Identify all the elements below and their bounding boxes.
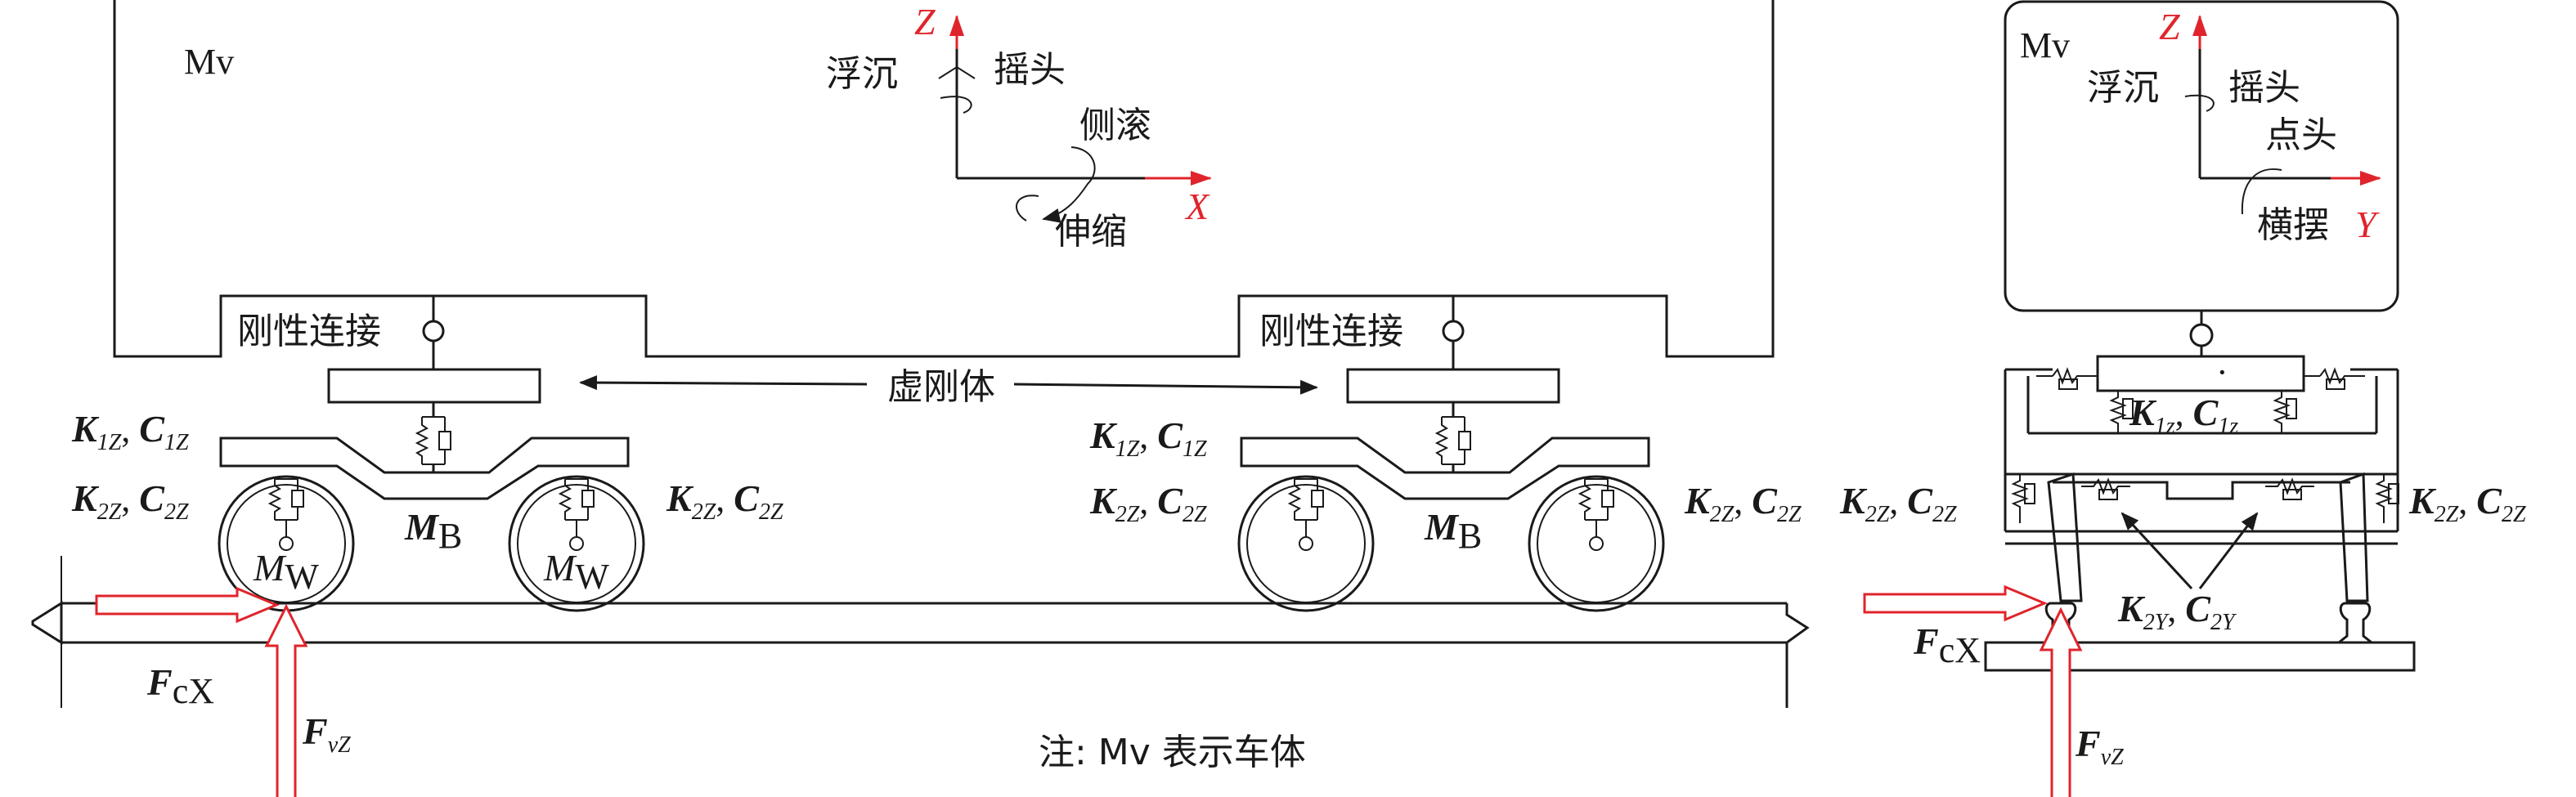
end-bolster-dot: · — [2216, 352, 2228, 392]
end-primary-spring-left — [2011, 474, 2035, 523]
left-wheel-1-primary-suspension — [267, 478, 304, 538]
left-secondary-suspension — [415, 416, 451, 465]
end-lateral-spring-lower-left — [2081, 477, 2130, 500]
end-car-body-label: Mv — [2020, 25, 2070, 65]
end-axes: Z Y 浮沉 摇头 点头 横摆 — [2087, 6, 2381, 246]
end-vertical-spring-left — [2109, 391, 2134, 433]
end-rigid-joint — [2189, 323, 2214, 347]
end-vertical-spring-right — [2273, 391, 2297, 433]
end-bolster — [2096, 355, 2305, 392]
left-bogie: K1Z, C1Z K2Z, C2Z K2Z, C2Z MB MW MW — [71, 402, 783, 612]
force-z-arrow — [264, 603, 308, 797]
left-bogie-frame — [219, 437, 630, 500]
side-rail — [31, 556, 1810, 708]
end-k2z-c2z-left-label: K2Z, C2Z — [1839, 480, 1957, 527]
left-virtual-body — [327, 368, 541, 404]
right-mb-label: MB — [1424, 506, 1482, 556]
end-rail-right — [2335, 602, 2376, 644]
car-body-outline — [113, 0, 1775, 358]
end-sway-label: 横摆 — [2257, 204, 2329, 246]
rail-left-break — [31, 601, 63, 645]
surge-rotation-icon — [1016, 195, 1039, 222]
right-wheel-1-primary-suspension — [1287, 478, 1324, 538]
k2y-pointer-left — [2120, 512, 2193, 590]
end-y-axis-label: Y — [2355, 204, 2380, 245]
end-heave-icon — [2184, 94, 2215, 112]
heave-label: 浮沉 — [826, 53, 898, 95]
end-lateral-spring-right — [2304, 367, 2365, 390]
right-secondary-suspension — [1434, 416, 1471, 465]
note-text: 注: Mv 表示车体 — [1039, 732, 1306, 773]
end-track-slab — [1984, 641, 2416, 672]
right-wheel-2-primary-suspension — [1577, 478, 1614, 538]
right-rigid-link-joint — [1442, 320, 1465, 343]
right-wheel-1-axle — [1299, 536, 1313, 551]
end-force-z-label: FvZ — [2075, 723, 2124, 770]
end-lateral-spring-left — [2036, 367, 2098, 390]
end-wheel-left — [2047, 472, 2083, 602]
yaw-rotation-icon — [938, 65, 976, 79]
right-k2z-c2z-label-outer: K2Z, C2Z — [1684, 480, 1802, 527]
end-bogie-frame — [2004, 369, 2399, 476]
left-mw2-label: MW — [543, 547, 609, 597]
left-wheel-2-primary-suspension — [558, 478, 595, 538]
end-z-axis-label: Z — [2159, 6, 2180, 47]
virtual-body-arrow-left — [579, 375, 868, 391]
right-wheel-1-outer — [1237, 475, 1375, 612]
end-force-z-arrow — [2039, 607, 2083, 797]
side-force-x: FcX — [95, 586, 280, 711]
end-frame-lower — [2004, 474, 2399, 531]
right-wheel-2-axle — [1589, 536, 1604, 551]
end-force-x: FcX — [1863, 584, 2048, 670]
end-force-x-arrow — [1863, 584, 2048, 622]
left-mb-label: MB — [404, 506, 462, 556]
surge-label: 伸缩 — [1055, 211, 1127, 253]
end-yaw-label: 摇头 — [2228, 67, 2300, 109]
end-k1-c1-label: K1z, C1z — [2129, 392, 2238, 439]
car-body-label: Mv — [184, 42, 234, 82]
virtual-body-arrow-right — [1013, 379, 1318, 395]
left-k2z-c2z-label-inner: K2Z, C2Z — [71, 477, 189, 525]
end-view: Mv Z Y 浮沉 摇头 点头 横摆 · — [1839, 0, 2526, 797]
end-force-x-label: FcX — [1913, 620, 1981, 670]
force-x-arrow — [95, 586, 280, 624]
left-mw1-label: MW — [253, 547, 319, 597]
left-wheel-2-outer — [508, 475, 645, 612]
end-heave-label: 浮沉 — [2087, 67, 2159, 109]
end-primary-spring-right — [2375, 474, 2399, 523]
left-k2z-c2z-label-outer: K2Z, C2Z — [666, 477, 783, 525]
left-k1z-c1z-label: K1Z, C1Z — [71, 408, 189, 455]
left-rigid-link-label: 刚性连接 — [237, 311, 381, 352]
z-axis-label: Z — [914, 1, 936, 43]
right-rigid-link-label: 刚性连接 — [1259, 311, 1403, 352]
end-k2y-c2y-label: K2Y, C2Y — [2117, 588, 2237, 635]
left-rigid-link-joint — [422, 320, 445, 343]
end-force-z: FvZ — [2039, 607, 2124, 797]
k2y-pointer-right — [2198, 512, 2259, 589]
end-wheel-right — [2339, 472, 2369, 602]
virtual-body-label: 虚刚体 — [887, 366, 995, 408]
roll-rotation-icon — [1042, 146, 1096, 223]
end-pitch-icon — [2241, 168, 2282, 215]
force-x-label: FcX — [146, 661, 214, 711]
heave-rotation-icon — [940, 96, 972, 114]
right-bogie-frame — [1240, 437, 1650, 500]
x-axis-label: X — [1184, 186, 1210, 227]
right-virtual-body — [1346, 368, 1560, 404]
right-k2z-c2z-label-inner: K2Z, C2Z — [1089, 480, 1207, 527]
yaw-label: 摇头 — [994, 49, 1066, 91]
force-z-label: FvZ — [302, 710, 351, 758]
side-view: Mv Z X 浮沉 摇头 侧滚 伸缩 刚性连接 刚性连接 — [31, 0, 1810, 797]
rail-right-break — [1785, 603, 1810, 708]
side-axes: Z X 浮沉 摇头 侧滚 伸缩 — [826, 1, 1212, 253]
end-pitch-label: 点头 — [2265, 114, 2337, 156]
right-bogie: K1Z, C1Z K2Z, C2Z K2Z, C2Z MB — [1089, 402, 1802, 612]
roll-label: 侧滚 — [1079, 105, 1151, 146]
side-force-z: FvZ — [264, 603, 351, 797]
right-wheel-2-outer — [1528, 475, 1665, 612]
end-k2z-c2z-right-label: K2Z, C2Z — [2408, 480, 2526, 527]
end-lateral-spring-lower-right — [2265, 477, 2314, 500]
right-k1z-c1z-label: K1Z, C1Z — [1089, 414, 1207, 462]
